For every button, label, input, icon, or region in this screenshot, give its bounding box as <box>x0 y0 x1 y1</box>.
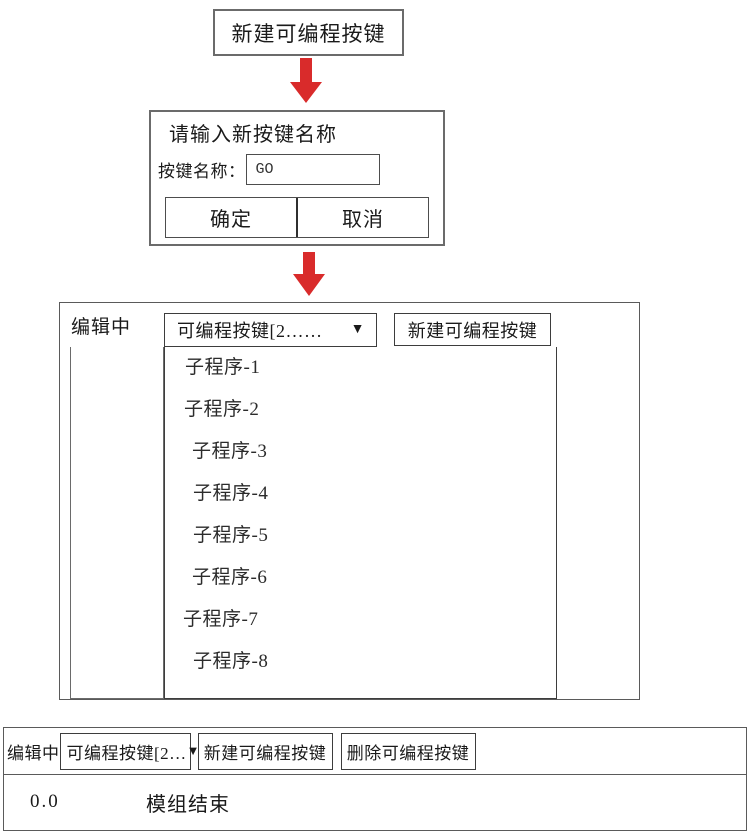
editor-status-label: 编辑中 <box>71 316 132 338</box>
new-programmable-key-button[interactable]: 新建可编程按键 <box>394 313 551 346</box>
bottom-new-programmable-key-button-label: 新建可编程按键 <box>203 743 327 763</box>
editor-left-column <box>70 347 164 699</box>
new-programmable-key-box[interactable]: 新建可编程按键 <box>213 9 404 56</box>
bottom-new-programmable-key-button[interactable]: 新建可编程按键 <box>197 732 333 770</box>
bottom-delete-programmable-key-button-label: 删除可编程按键 <box>346 743 470 763</box>
programmable-key-dropdown-value: 可编程按键[2…… <box>177 321 323 341</box>
list-item[interactable]: 子程序-4 <box>193 483 269 504</box>
key-name-input[interactable]: GO <box>245 154 380 185</box>
bottom-delete-programmable-key-button[interactable]: 删除可编程按键 <box>340 732 476 770</box>
cancel-button[interactable]: 取消 <box>296 198 428 237</box>
bottom-window: 编辑中 可编程按键[2… ▼ 新建可编程按键 删除可编程按键 0.0 模组结束 <box>3 727 747 831</box>
dialog-button-row: 确定 取消 <box>165 197 429 238</box>
bottom-toolbar: 编辑中 可编程按键[2… ▼ 新建可编程按键 删除可编程按键 <box>4 728 746 775</box>
arrow-down-icon <box>288 252 332 298</box>
list-item[interactable]: 子程序-6 <box>192 567 268 588</box>
list-item[interactable]: 子程序-2 <box>184 399 260 420</box>
row-value-cell: 0.0 <box>30 791 60 812</box>
row-text-cell: 模组结束 <box>146 793 230 816</box>
list-item[interactable]: 子程序-7 <box>183 609 259 630</box>
editor-toolbar: 编辑中 <box>60 303 639 347</box>
new-key-name-dialog: 请输入新按键名称 按键名称： GO 确定 取消 <box>149 110 445 246</box>
dialog-title: 请输入新按键名称 <box>169 124 337 146</box>
list-item[interactable]: 子程序-5 <box>193 525 269 546</box>
list-item[interactable]: 子程序-1 <box>185 357 261 378</box>
programmable-key-dropdown-list[interactable]: 子程序-1 子程序-2 子程序-3 子程序-4 子程序-5 子程序-6 子程序-… <box>164 347 557 699</box>
key-name-label: 按键名称： <box>158 162 246 181</box>
chevron-down-icon: ▼ <box>186 743 201 758</box>
arrow-down-icon <box>284 58 328 104</box>
key-name-field-row: 按键名称： GO <box>158 154 380 185</box>
new-programmable-key-label: 新建可编程按键 <box>231 21 386 46</box>
bottom-status-label: 编辑中 <box>7 743 60 763</box>
programmable-key-dropdown[interactable]: 可编程按键[2…… ▼ <box>164 313 377 347</box>
list-item[interactable]: 子程序-3 <box>192 441 268 462</box>
editor-panel: 编辑中 可编程按键[2…… ▼ 新建可编程按键 子程序-1 子程序-2 子程序-… <box>59 302 640 700</box>
bottom-programmable-key-dropdown[interactable]: 可编程按键[2… ▼ <box>59 732 200 770</box>
confirm-button[interactable]: 确定 <box>210 209 252 231</box>
list-item[interactable]: 子程序-8 <box>193 651 269 672</box>
chevron-down-icon: ▼ <box>350 322 365 337</box>
new-programmable-key-button-label: 新建可编程按键 <box>407 320 538 341</box>
bottom-programmable-key-dropdown-value: 可编程按键[2… <box>66 743 187 763</box>
table-row[interactable]: 0.0 模组结束 <box>4 775 746 829</box>
